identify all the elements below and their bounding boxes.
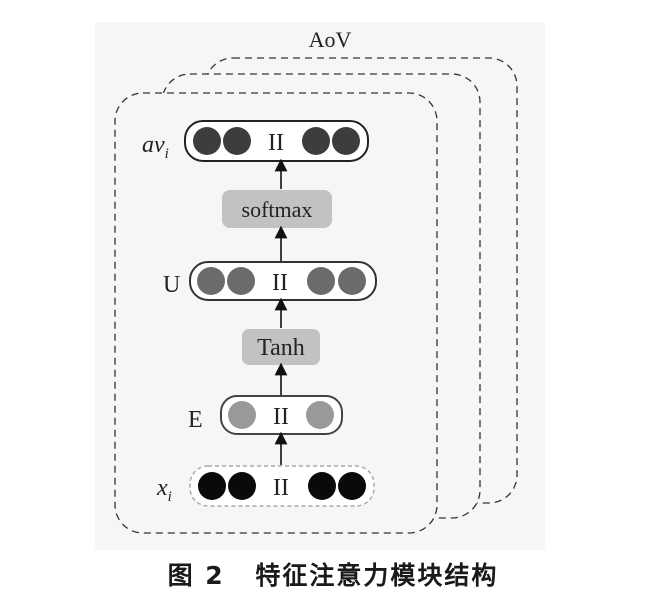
softmax-box [222,190,332,228]
node [302,127,330,155]
node [332,127,360,155]
label-input: xi [156,475,172,505]
node [197,267,225,295]
label-u: U [163,272,180,298]
layer-input: II [189,465,375,507]
layer-e: II [220,395,343,435]
tanh-label: Tanh [257,335,305,361]
node [228,472,256,500]
stack-panel-front [114,92,438,534]
separator: II [273,404,289,430]
layer-u: II [189,261,377,301]
label-e: E [188,407,203,433]
node [198,472,226,500]
node [193,127,221,155]
layer-output: II [184,120,369,162]
separator: II [272,270,288,296]
node [223,127,251,155]
node [307,267,335,295]
node [228,401,256,429]
separator: II [268,130,284,156]
caption-number: 图 2 [167,561,225,590]
tanh-box [242,329,320,365]
stack-label: AoV [309,27,352,52]
figure-caption: 图 2 特征注意力模块结构 [0,556,666,592]
node [338,472,366,500]
node [338,267,366,295]
caption-title: 特征注意力模块结构 [255,561,499,590]
label-output: avi [142,132,169,162]
separator: II [273,475,289,501]
softmax-label: softmax [242,197,313,222]
node [308,472,336,500]
node [306,401,334,429]
node [227,267,255,295]
